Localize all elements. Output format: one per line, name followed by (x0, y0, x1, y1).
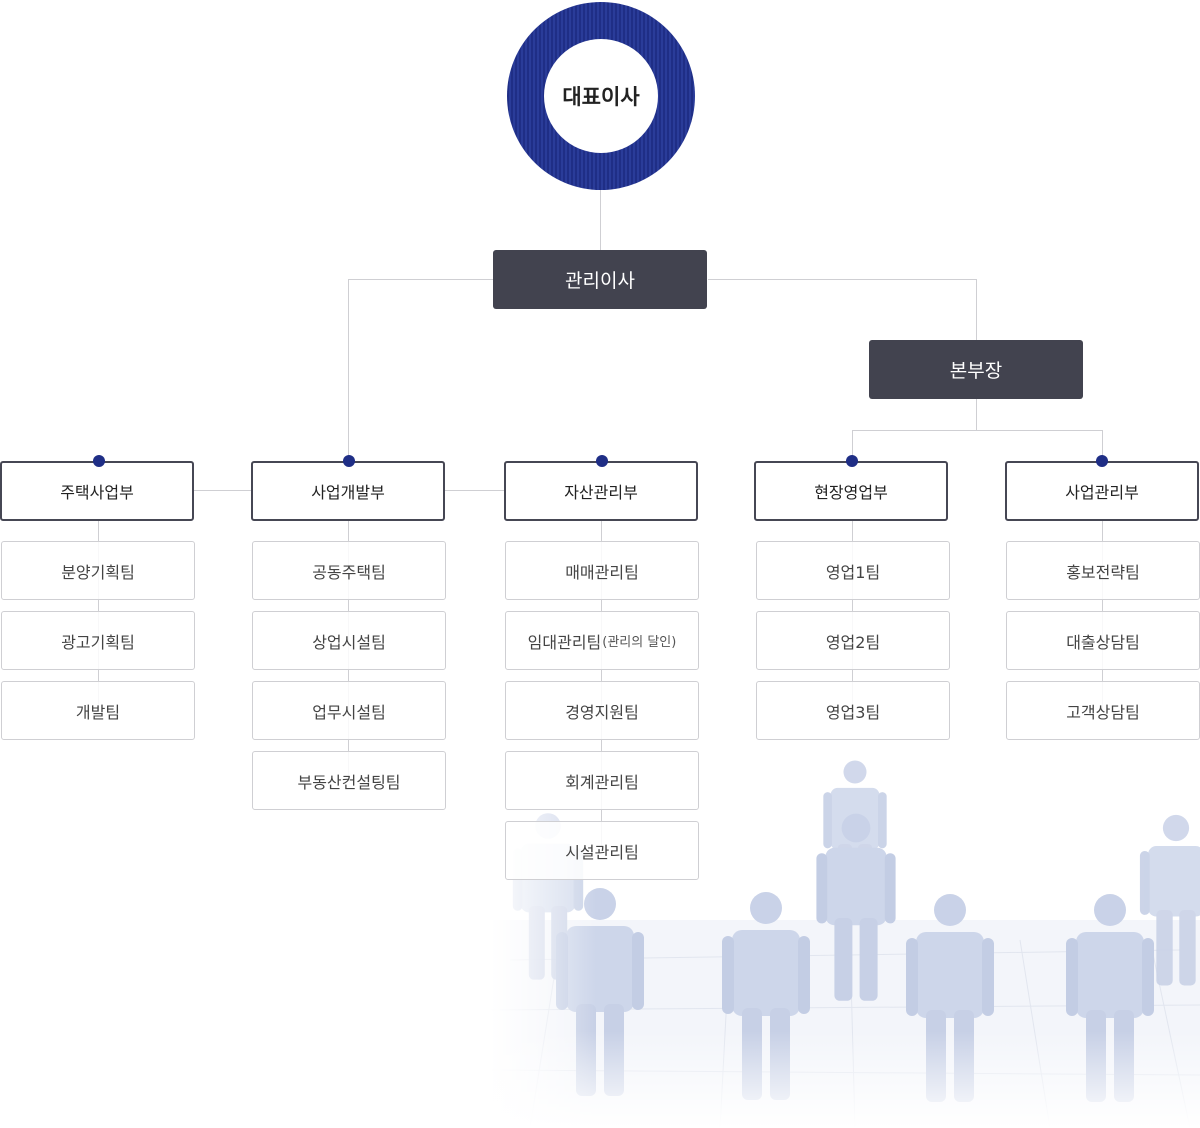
team-label: 임대관리팀 (527, 632, 602, 652)
connector-dept-row-2 (445, 490, 505, 491)
division-head-node: 본부장 (869, 340, 1083, 399)
team-box: 회계관리팀 (505, 751, 699, 810)
department-field-sales: 현장영업부 (754, 461, 948, 521)
department-dot (846, 455, 858, 467)
connector-head-left (852, 430, 853, 461)
team-box: 개발팀 (1, 681, 195, 740)
team-note: (관리의 달인) (602, 635, 677, 650)
connector-dept-row-1 (194, 490, 252, 491)
department-business-development: 사업개발부 (251, 461, 445, 521)
team-box: 영업3팀 (756, 681, 950, 740)
department-dot (343, 455, 355, 467)
team-box: 부동산컨설팅팀 (252, 751, 446, 810)
connector-director-right (708, 279, 976, 280)
team-box: 상업시설팀 (252, 611, 446, 670)
department-dot (596, 455, 608, 467)
department-housing: 주택사업부 (0, 461, 194, 521)
team-box: 고객상담팀 (1006, 681, 1200, 740)
team-box: 영업2팀 (756, 611, 950, 670)
connector-head-split (852, 430, 1102, 431)
team-box: 영업1팀 (756, 541, 950, 600)
connector-director-left (348, 279, 493, 280)
department-dot (1096, 455, 1108, 467)
connector-ceo-to-director (600, 190, 601, 250)
connector-head-down (976, 399, 977, 430)
team-box: 매매관리팀 (505, 541, 699, 600)
connector-right-drop (976, 279, 977, 340)
team-box: 경영지원팀 (505, 681, 699, 740)
team-box-lease: 임대관리팀(관리의 달인) (505, 611, 699, 670)
team-box: 홍보전략팀 (1006, 541, 1200, 600)
team-box: 시설관리팀 (505, 821, 699, 880)
team-box: 공동주택팀 (252, 541, 446, 600)
team-box: 대출상담팀 (1006, 611, 1200, 670)
department-business-management: 사업관리부 (1005, 461, 1199, 521)
ceo-label: 대표이사 (544, 39, 658, 153)
managing-director-node: 관리이사 (493, 250, 707, 309)
team-box: 광고기획팀 (1, 611, 195, 670)
team-box: 업무시설팀 (252, 681, 446, 740)
ceo-node: 대표이사 (507, 2, 695, 190)
department-asset-management: 자산관리부 (504, 461, 698, 521)
department-dot (93, 455, 105, 467)
connector-left-drop (348, 279, 349, 461)
team-box: 분양기획팀 (1, 541, 195, 600)
connector-head-right (1102, 430, 1103, 461)
